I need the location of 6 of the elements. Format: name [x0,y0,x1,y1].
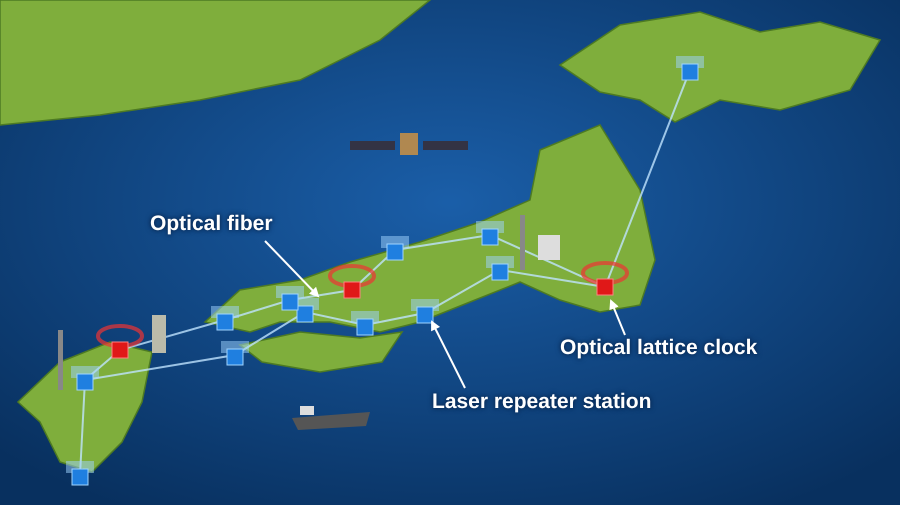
callout-label: Laser repeater station [432,390,652,413]
leader-line [431,320,466,388]
callout-label: Optical lattice clock [560,336,758,359]
leader-line [609,299,626,336]
leader-line [264,240,320,298]
callout-label: Optical fiber [150,212,273,235]
